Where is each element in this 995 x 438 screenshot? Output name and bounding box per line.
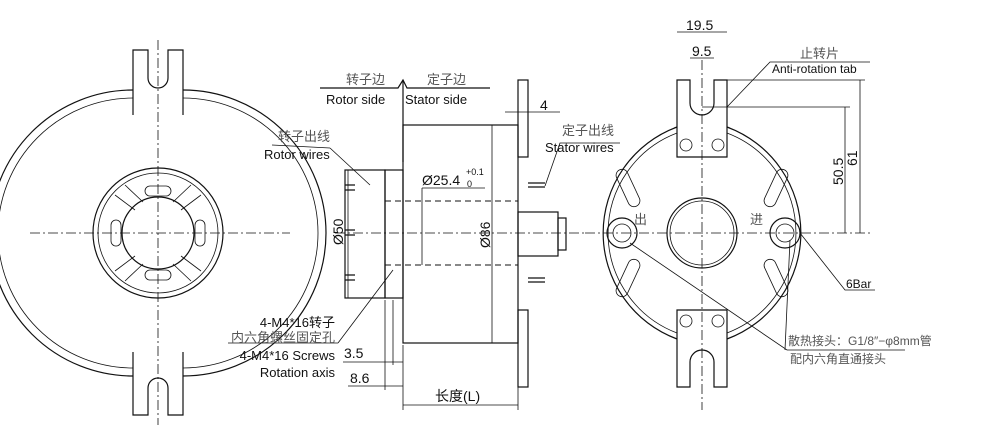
cooling-fitting-label-2: 配内六角直通接头 <box>790 351 886 366</box>
stator-side-label: Stator side <box>405 92 467 107</box>
side-view <box>228 78 620 410</box>
rotor-wires-label: Rotor wires <box>264 147 330 162</box>
length-label: 长度(L) <box>435 388 480 404</box>
inlet-label: 进 <box>750 212 763 227</box>
tab-width-dim: 19.5 <box>686 17 713 33</box>
anti-rotation-cn-label: 止转片 <box>800 46 839 61</box>
bore-tol-lower: 0 <box>467 179 472 189</box>
slot-height-dim: 50.5 <box>830 158 846 185</box>
slot-width-dim: 9.5 <box>692 43 712 59</box>
stator-wires-label: Stator wires <box>545 140 614 155</box>
screws-label: 4-M4*16 Screws <box>240 348 336 363</box>
screws-cn-label-2: 内六角螺丝固定孔 <box>231 330 335 345</box>
rotor-dia-dim: Ø50 <box>330 218 346 245</box>
anti-rotation-label: Anti-rotation tab <box>772 62 857 76</box>
stator-side-cn-label: 定子边 <box>427 72 466 87</box>
rotor-side-cn-label: 转子边 <box>346 72 385 87</box>
bore-tol-upper: +0.1 <box>466 167 484 177</box>
front-view-rotor <box>0 40 327 425</box>
bore-dim: Ø25.4 <box>422 172 460 188</box>
outlet-label: 出 <box>634 212 647 227</box>
rear-view-stator <box>585 31 905 410</box>
cooling-fitting-label-1: 散热接头：G1/8″−φ8mm管 <box>788 333 932 348</box>
screws-cn-label-1: 4-M4*16转子 <box>260 315 335 330</box>
tab-height-dim: 61 <box>844 150 860 166</box>
rotation-axis-label: Rotation axis <box>260 365 336 380</box>
rotor-wires-cn-label: 转子出线 <box>278 129 330 144</box>
pressure-label: 6Bar <box>846 277 871 291</box>
flange-thickness-dim: 4 <box>540 97 548 113</box>
rotor-side-label: Rotor side <box>326 92 385 107</box>
stator-wires-cn-label: 定子出线 <box>562 123 614 138</box>
offset-dim-2: 8.6 <box>350 370 370 386</box>
body-dia-dim: Ø86 <box>477 221 493 248</box>
offset-dim-1: 3.5 <box>344 345 364 361</box>
